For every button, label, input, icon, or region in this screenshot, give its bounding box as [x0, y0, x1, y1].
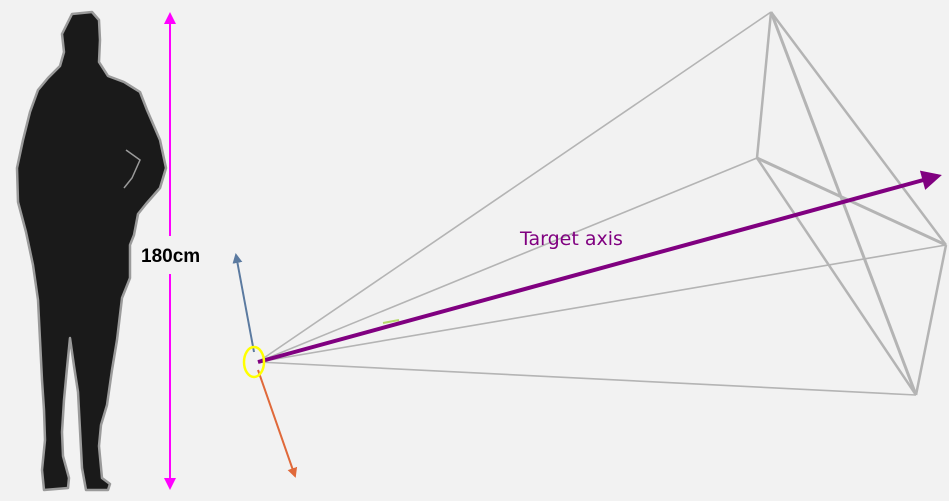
- height-label: 180cm: [141, 246, 200, 267]
- frustum-edge-top-right: [770, 11, 947, 246]
- camera-down-vector: [257, 369, 298, 478]
- frustum-ray-mid-lower: [257, 244, 947, 363]
- target-axis-label: Target axis: [519, 228, 623, 250]
- frustum-edge-right-bottom: [914, 244, 948, 396]
- camera-up-vector: [232, 253, 255, 353]
- camera-right-vector-hint: [382, 319, 400, 324]
- person-silhouette-icon: [15, 10, 168, 492]
- frustum-ray-bottom: [257, 361, 917, 396]
- frustum-edge-midupper-bottom: [755, 157, 918, 396]
- frustum-ray-mid-upper: [257, 157, 758, 363]
- frustum-edge-top-midupper: [755, 11, 773, 159]
- camera-origin-icon: [242, 345, 266, 379]
- frustum-ray-top: [257, 11, 772, 363]
- target-axis-arrow: [257, 170, 942, 364]
